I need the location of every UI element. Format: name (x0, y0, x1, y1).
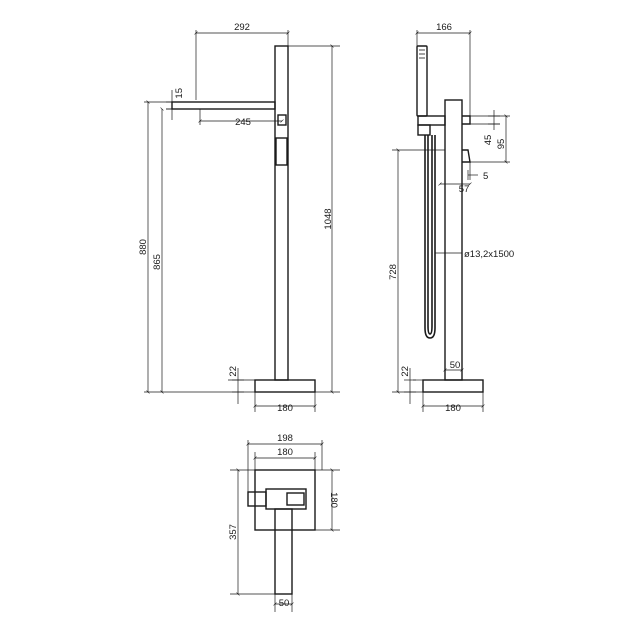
front-base-plate (254, 379, 316, 393)
plan-handle (247, 491, 267, 507)
plan-dim-180-top: 180 (277, 447, 293, 458)
side-dim-column-50: 50 (450, 360, 461, 371)
front-dim-outlet-height: 865 (152, 254, 163, 270)
side-dim-base-thickness: 22 (400, 366, 411, 377)
plan-dim-198: 198 (277, 433, 293, 444)
side-hand-shower (416, 45, 428, 117)
side-dim-lever-95: 95 (496, 139, 507, 150)
front-spout-outline (171, 101, 276, 110)
front-dim-total-height: 1048 (323, 208, 334, 229)
plan-column-top (265, 488, 307, 510)
side-dim-lever-45: 45 (483, 135, 494, 146)
side-column-outline (444, 99, 463, 381)
side-hose (424, 135, 436, 339)
side-base-plate (422, 379, 484, 393)
front-lever (275, 137, 288, 166)
front-dim-spout-projection: 245 (235, 117, 251, 128)
side-spout (462, 149, 471, 163)
side-lever (462, 115, 471, 125)
side-dim-base-width: 180 (445, 403, 461, 414)
side-hose-inner (427, 135, 433, 335)
side-view: 166 45 95 5 57 728 ø13,2x1500 50 22 (388, 22, 514, 414)
plan-dim-357: 357 (228, 524, 239, 540)
side-shower-holder (417, 115, 446, 126)
front-view: 292 15 245 880 865 1048 22 180 (138, 22, 340, 414)
plan-spout (274, 508, 293, 595)
front-dim-base-thickness: 22 (228, 366, 239, 377)
front-dim-spout-height: 880 (138, 239, 149, 255)
plan-base-square (254, 469, 316, 531)
front-dim-spout-thickness: 15 (174, 88, 185, 99)
front-dim-top-width: 292 (234, 22, 250, 33)
side-dim-lever-5: 5 (483, 171, 488, 182)
side-dim-top-width: 166 (436, 22, 452, 33)
front-spout-cap (277, 114, 287, 126)
side-holder-cradle (417, 124, 431, 136)
plan-dim-180-right: 180 (328, 492, 339, 508)
front-dim-base-width: 180 (277, 403, 293, 414)
side-dim-spout-57: 57 (459, 184, 470, 195)
plan-view: 198 180 180 357 50 (228, 433, 340, 612)
side-dim-holder-height: 728 (388, 264, 399, 280)
plan-dim-50: 50 (279, 598, 290, 609)
front-column-outline (274, 45, 289, 381)
plan-cartridge (286, 492, 305, 506)
side-hose-spec: ø13,2x1500 (464, 249, 514, 260)
